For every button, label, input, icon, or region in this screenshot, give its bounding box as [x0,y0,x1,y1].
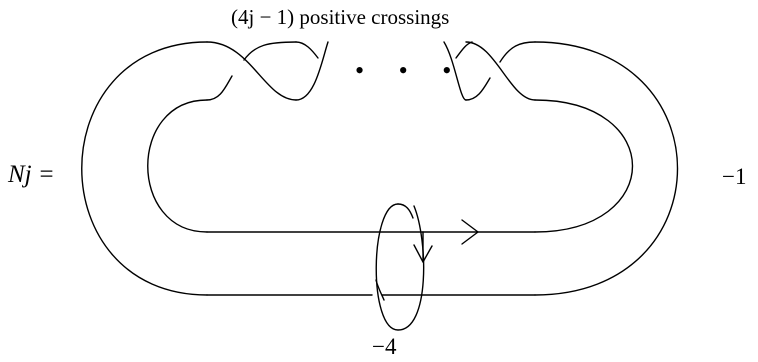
meridian-front [375,203,425,331]
framing-bottom-label: −4 [372,334,397,359]
twist-right-strand-d [455,41,473,59]
twist-left-strand-a [206,41,297,101]
twist-right-strand-e [443,41,467,101]
twist-right-strand-c [499,41,536,63]
twist-left-strand-d [295,41,319,59]
ellipsis-dots: • • • [355,56,466,85]
outer-right-arc [534,41,679,296]
outer-left-arc [81,41,208,296]
meridian-back-top [397,203,414,219]
twist-left-strand-e [295,41,329,101]
twist-right-strand-a [465,41,536,101]
inner-left-arc [147,99,208,233]
meridian-lower-left [375,279,385,301]
twist-right-strand-b [465,77,491,101]
knot-name-label: Nj = [8,161,55,188]
twist-left-strand-c [243,41,297,61]
inner-right-arc [534,99,634,233]
direction-arrow-right [461,219,479,245]
framing-right-label: −1 [722,164,747,189]
crossings-label: (4j − 1) positive crossings [231,5,450,29]
twist-left-strand-b [206,75,233,101]
